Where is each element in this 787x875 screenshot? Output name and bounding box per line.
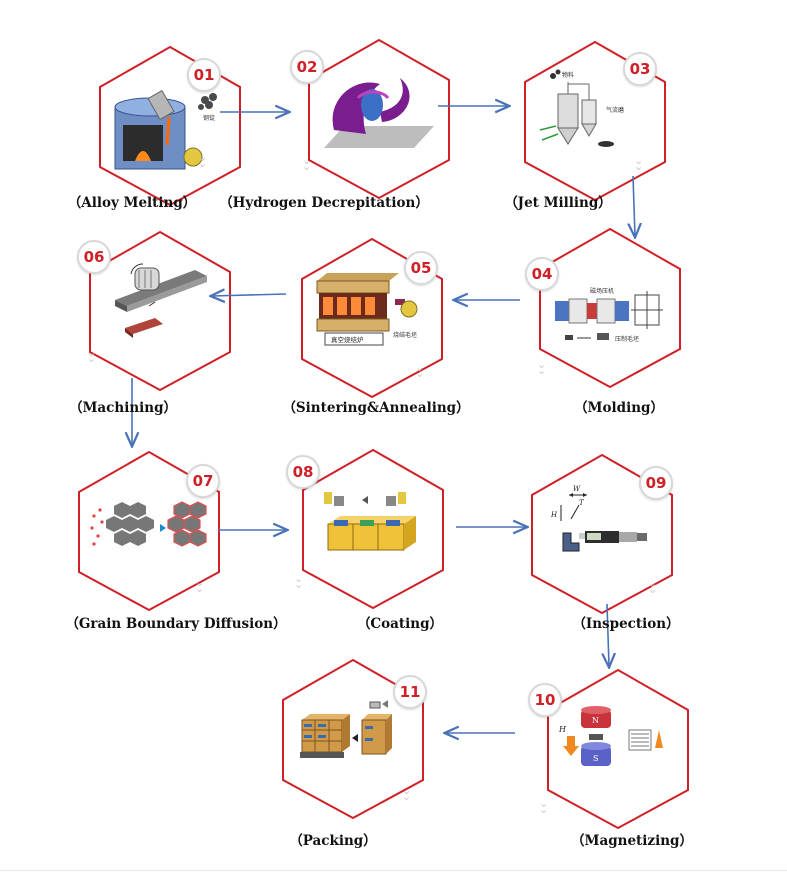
step-inspection: W H T 09 ⌄⌄ (527, 453, 677, 615)
hexagon-frame: N S H (547, 668, 689, 830)
svg-text:S: S (593, 754, 598, 763)
step-number-badge: 01 (187, 58, 221, 92)
arrow-05-06 (212, 294, 287, 296)
jet-mill-icon: 物料 气流磨 (539, 69, 624, 147)
svg-text:H: H (558, 725, 567, 734)
hexagon-frame (282, 658, 424, 820)
step-number-badge: 06 (77, 240, 111, 274)
step-jet-milling: 物料 气流磨 03 ⌄⌄ (520, 40, 670, 202)
chevron-down-icon: ⌄⌄ (402, 784, 411, 803)
step-number-badge: 09 (639, 466, 673, 500)
step-number-badge: 07 (186, 464, 220, 498)
hydrogen-decrepitation-icon (324, 78, 434, 148)
step-number-badge: 11 (393, 675, 427, 709)
packing-boxes-icon (300, 700, 392, 758)
step-label: （Inspection） (572, 616, 680, 632)
step-label: （Grain Boundary Diffusion） (65, 616, 287, 632)
step-label: （Coating） (356, 616, 444, 632)
step-label: （Sintering&Annealing） (282, 400, 470, 416)
svg-text:H: H (550, 511, 558, 519)
step-number-badge: 05 (404, 251, 438, 285)
melting-furnace-icon: 钢锭 (114, 89, 217, 170)
step-label: （Molding） (574, 400, 664, 416)
step-label: （Machining） (68, 400, 178, 416)
chevron-down-icon: ⌄⌄ (302, 154, 311, 173)
step-number-badge: 04 (525, 257, 559, 291)
arrow-03-04 (633, 175, 635, 236)
step-number-badge: 08 (286, 455, 320, 489)
step-number-badge: 10 (528, 683, 562, 717)
hexagon-frame (78, 450, 220, 612)
svg-text:物料: 物料 (562, 71, 574, 79)
step-label: （Hydrogen Decrepitation） (219, 195, 429, 211)
step-number-badge: 02 (290, 50, 324, 84)
grain-diffusion-icon (90, 501, 207, 547)
chevron-down-icon: ⌄⌄ (539, 797, 548, 816)
step-label: （Packing） (289, 833, 377, 849)
hexagon-frame: W H T (531, 453, 673, 615)
step-alloy-melting: 钢锭 01 ⌄⌄ (95, 45, 245, 207)
chevron-down-icon: ⌄⌄ (537, 358, 546, 377)
step-number-badge: 03 (623, 52, 657, 86)
step-sintering-annealing: 真空烧结炉 烧结毛坯 05 ⌄⌄ (297, 237, 447, 399)
chevron-down-icon: ⌄⌄ (415, 361, 424, 380)
svg-text:烧结毛坯: 烧结毛坯 (393, 331, 417, 339)
step-grain-boundary-diffusion: 07 ⌄⌄ (74, 450, 224, 612)
arrow-09-10 (607, 603, 609, 666)
step-coating: 08 ⌄⌄ (286, 448, 448, 610)
step-magnetizing: N S H 10 ⌄⌄ (528, 668, 693, 830)
svg-text:N: N (592, 716, 599, 725)
chevron-down-icon: ⌄⌄ (294, 572, 303, 591)
svg-text:T: T (579, 499, 585, 507)
step-molding: 磁场压机 压制毛坯 04 ⌄⌄ (525, 227, 685, 389)
step-packing: 11 ⌄⌄ (278, 658, 428, 820)
machining-saw-icon (115, 263, 207, 338)
chevron-down-icon: ⌄⌄ (198, 151, 207, 170)
chevron-down-icon: ⌄⌄ (648, 577, 657, 596)
svg-text:钢锭: 钢锭 (203, 114, 215, 122)
divider (0, 870, 787, 871)
magnetizer-icon: N S H (558, 706, 663, 766)
hexagon-frame (308, 38, 450, 200)
micrometer-icon: W H T (550, 485, 647, 552)
chevron-down-icon: ⌄⌄ (195, 576, 204, 595)
step-label: （Alloy Melting） (67, 195, 197, 211)
svg-text:磁场压机: 磁场压机 (590, 287, 614, 295)
step-hydrogen-decrepitation: 02 ⌄⌄ (290, 38, 454, 200)
svg-text:W: W (573, 485, 581, 493)
svg-text:气流磨: 气流磨 (606, 106, 624, 114)
chevron-down-icon: ⌄⌄ (87, 346, 96, 365)
step-label: （Jet Milling） (504, 195, 612, 211)
vacuum-furnace-icon: 真空烧结炉 烧结毛坯 (316, 273, 418, 346)
svg-text:真空烧结炉: 真空烧结炉 (331, 335, 364, 344)
step-label: （Magnetizing） (571, 833, 693, 849)
press-molding-icon: 磁场压机 压制毛坯 (555, 287, 663, 343)
hexagon-frame (89, 230, 231, 392)
chevron-down-icon: ⌄⌄ (634, 154, 643, 173)
coating-tank-icon (324, 492, 416, 551)
svg-text:压制毛坯: 压制毛坯 (615, 335, 639, 343)
step-machining: 06 ⌄⌄ (77, 230, 235, 392)
hexagon-frame (302, 448, 444, 610)
